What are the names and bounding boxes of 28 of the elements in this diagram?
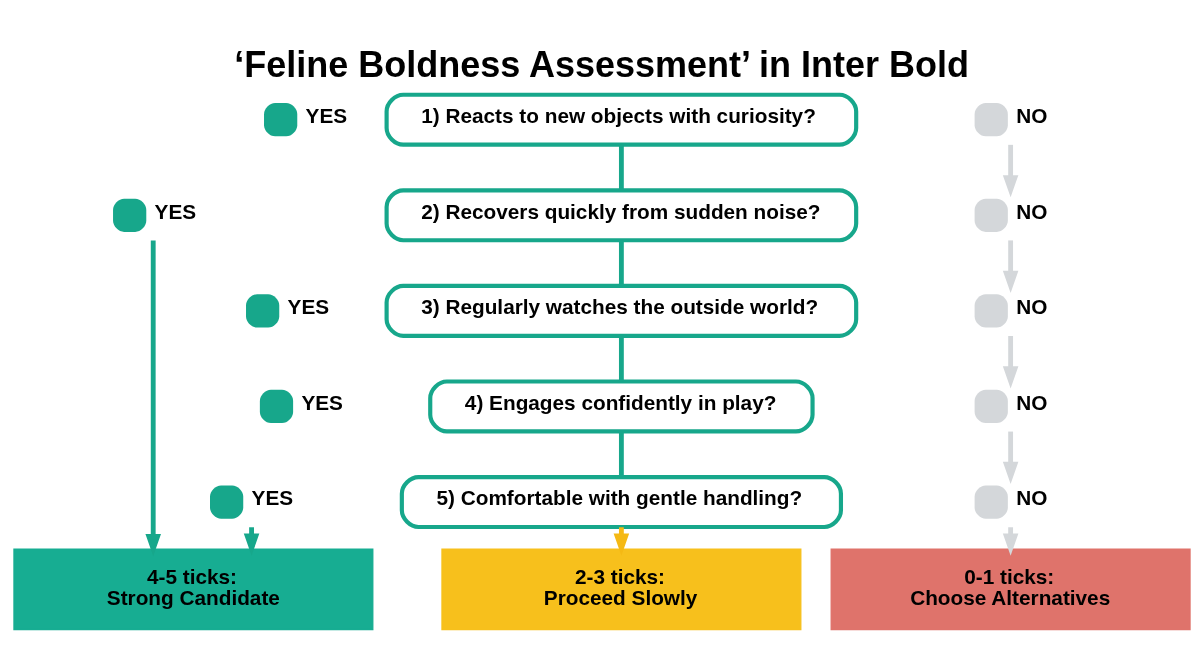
arrow	[1002, 431, 1019, 484]
node-label: NO	[1016, 103, 1048, 127]
node-label: NO	[1016, 390, 1048, 414]
arrow	[1002, 144, 1019, 197]
node-box: 5) Comfortable with gentle handling?	[399, 474, 844, 529]
node-box: 0-1 ticks: Choose Alternatives	[830, 547, 1191, 630]
node-label: NO	[1016, 294, 1048, 318]
node-label: YES	[305, 103, 348, 127]
node-box: 2-3 ticks: Proceed Slowly	[441, 547, 802, 630]
connector	[618, 335, 624, 381]
node-label: YES	[251, 485, 294, 509]
node-label: YES	[301, 390, 343, 414]
node-label: NO	[1016, 199, 1048, 223]
diagram-title: ‘Feline Boldness Assessment’ in Inter Bold	[234, 43, 970, 85]
arrow	[1002, 335, 1019, 388]
arrow	[145, 239, 161, 556]
node-label: YES	[154, 199, 197, 223]
node-label: YES	[287, 294, 330, 318]
node-box: 4) Engages confidently in play?	[428, 378, 815, 433]
node-box: 1) Reacts to new objects with curiosity?	[384, 92, 859, 147]
node-box: 4-5 ticks: Strong Candidate	[13, 547, 374, 630]
node-box: 2) Recovers quickly from sudden noise?	[384, 187, 859, 242]
connector	[618, 431, 624, 477]
connector	[618, 239, 624, 286]
connector	[618, 144, 624, 190]
node-box: 3) Regularly watches the outside world?	[384, 283, 859, 338]
arrow	[1002, 239, 1019, 293]
node-label: NO	[1016, 485, 1048, 509]
